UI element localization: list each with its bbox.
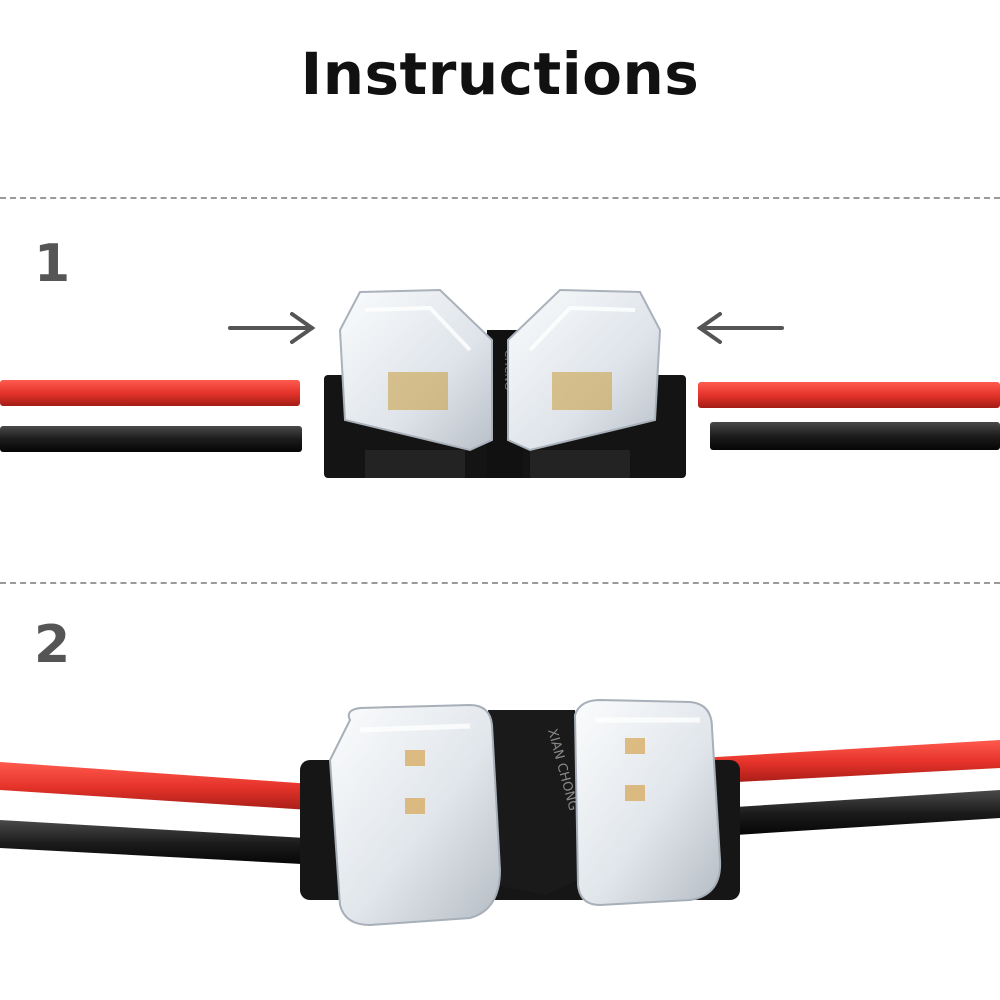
page-title: Instructions bbox=[300, 40, 700, 108]
black-wire-right-joined bbox=[720, 790, 1000, 836]
black-wire-right bbox=[710, 422, 1000, 450]
divider-middle bbox=[0, 582, 1000, 584]
divider-top bbox=[0, 197, 1000, 199]
step-1-number: 1 bbox=[34, 234, 71, 294]
step-1-illustration: CHCNG bbox=[0, 288, 1000, 478]
connector-open: CHCNG bbox=[324, 288, 686, 478]
red-wire-right bbox=[698, 382, 1000, 408]
red-wire-left-joined bbox=[0, 762, 340, 812]
arrow-right-icon bbox=[228, 312, 316, 344]
arrow-left-icon bbox=[696, 312, 784, 344]
connector-closed: XIAN CHONG bbox=[300, 698, 740, 927]
red-wire-right-joined bbox=[700, 740, 1000, 784]
black-wire-left bbox=[0, 426, 302, 452]
black-wire-left-joined bbox=[0, 820, 340, 866]
red-wire-left bbox=[0, 380, 300, 406]
step-2-number: 2 bbox=[34, 615, 71, 675]
step-2-illustration: XIAN CHONG bbox=[0, 698, 1000, 927]
